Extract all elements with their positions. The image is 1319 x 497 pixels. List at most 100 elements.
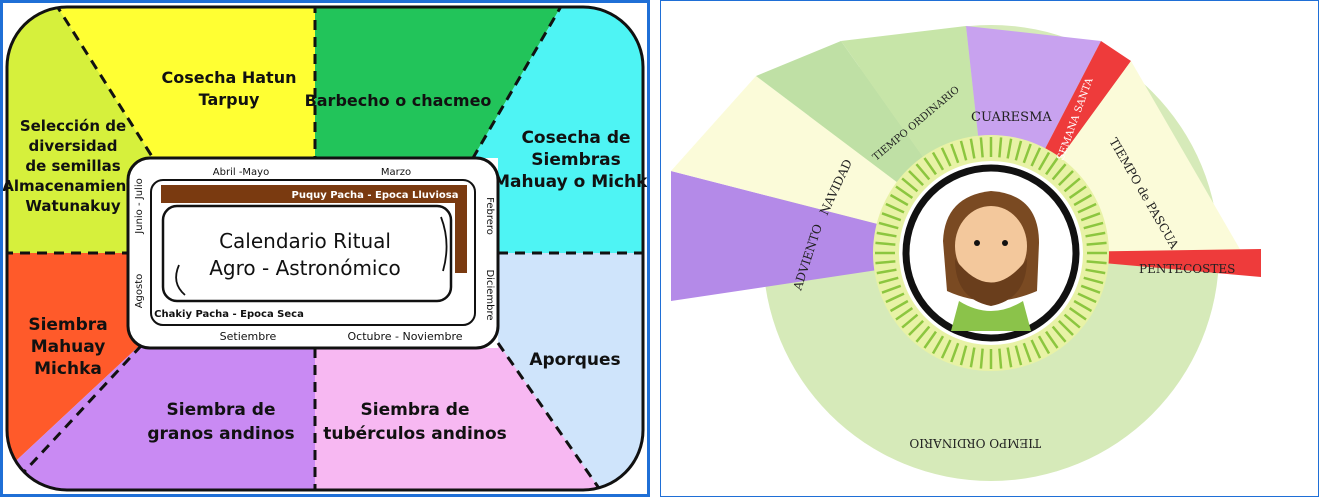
- sector-top-left: [55, 7, 315, 158]
- ring-stripe: [881, 212, 902, 222]
- ring-stripe: [889, 299, 909, 313]
- ring-stripe: [915, 163, 931, 181]
- month-bottom-right: Octubre - Noviembre: [347, 330, 462, 343]
- ring-stripe: [875, 260, 896, 265]
- ring-stripe: [1057, 319, 1074, 336]
- season-wedge-adviento: [671, 171, 991, 301]
- ring-stripe: [901, 313, 919, 329]
- ring-stripe: [959, 345, 968, 366]
- ring-stripe: [885, 292, 905, 304]
- ring-stripe: [1073, 193, 1093, 207]
- ring-stripe: [876, 231, 897, 238]
- ring-stripe: [998, 348, 1003, 369]
- ring-stripe: [940, 147, 952, 167]
- ring-stripe: [969, 138, 976, 159]
- label-top-right: Barbecho o chacmeo: [305, 91, 492, 110]
- ring-stripe: [940, 339, 952, 359]
- ring-stripe: [878, 276, 899, 285]
- ring-stripe: [1085, 231, 1106, 238]
- ring-stripe: [1085, 268, 1106, 275]
- ring-stripe: [1051, 163, 1067, 181]
- sector-bottom-right: [315, 343, 603, 490]
- month-top-left: Abril -Mayo: [213, 167, 269, 178]
- season-label-tiempo-ordinario-bottom: TIEMPO ORDINARIO: [909, 436, 1041, 450]
- sector-right-lower: [498, 253, 643, 490]
- ring-stripe: [1022, 143, 1032, 164]
- ring-stripe: [915, 325, 931, 343]
- sector-dividers: [7, 7, 643, 490]
- month-left-bottom: Agosto: [134, 274, 145, 309]
- ring-stripe: [1063, 177, 1081, 193]
- ring-stripe: [1063, 313, 1081, 329]
- ring-stripe: [1030, 339, 1042, 359]
- ring-stripe: [1022, 342, 1032, 363]
- ring-stripe: [998, 137, 1003, 158]
- ring-stripes: [875, 137, 1107, 369]
- ring-stripe: [979, 137, 984, 158]
- ring-stripe: [950, 342, 960, 363]
- sector-left-lower: [7, 253, 153, 473]
- ring-stripe: [885, 202, 905, 214]
- ring-stripe: [979, 348, 984, 369]
- ring-stripe: [1006, 347, 1013, 368]
- sector-left-upper: [7, 7, 153, 253]
- ring-stripe: [1086, 241, 1107, 246]
- ring-stripe: [1073, 299, 1093, 313]
- season-label-cuaresma: CUARESMA: [971, 110, 1052, 125]
- ring-stripe: [1086, 260, 1107, 265]
- ring-stripe: [908, 170, 925, 187]
- rainy-season-band: [161, 185, 467, 273]
- ring-stripe: [895, 307, 914, 321]
- ring-stripe: [881, 284, 902, 294]
- ring-stripe: [895, 185, 914, 199]
- ring-stripe: [931, 151, 945, 171]
- ring-stripe: [931, 335, 945, 355]
- calendar-title-line1: Calendario Ritual: [219, 229, 391, 253]
- sector-top-right: [315, 7, 563, 158]
- sector-bottom-left: [7, 333, 315, 490]
- ring-stripe: [950, 143, 960, 164]
- ring-stripe: [1077, 202, 1097, 214]
- month-top-right: Marzo: [381, 167, 411, 178]
- ring-stripe: [875, 241, 896, 246]
- rainy-season-label: Puquy Pacha - Epoca Lluviosa: [292, 190, 459, 201]
- liturgical-wheel-diagram: ADVIENTO NAVIDAD TIEMPO ORDINARIO CUARES…: [671, 25, 1261, 481]
- ring-stripe: [878, 221, 899, 230]
- season-label-pentecostes: PENTECOSTES: [1139, 262, 1235, 276]
- ring-stripe: [1045, 330, 1059, 349]
- ring-stripe: [1030, 147, 1042, 167]
- month-right-top: Febrero: [484, 197, 495, 235]
- ring-stripe: [1068, 185, 1087, 199]
- cycle-arrow-right: [440, 216, 448, 272]
- ring-stripe: [923, 330, 937, 349]
- ring-stripe: [1014, 140, 1023, 161]
- ring-stripe: [889, 193, 909, 207]
- ring-stripe: [1014, 345, 1023, 366]
- ring-stripe: [1045, 157, 1059, 176]
- ring-stripe: [876, 268, 897, 275]
- sector-right-upper: [473, 7, 643, 253]
- liturgical-wheel-panel: ADVIENTO NAVIDAD TIEMPO ORDINARIO CUARES…: [660, 0, 1319, 497]
- cycle-arrow-left: [175, 264, 186, 296]
- month-left-top: Junio - Julio: [134, 178, 145, 234]
- center-frame: [126, 156, 500, 350]
- ring-stripe: [908, 319, 925, 336]
- ring-stripe: [1006, 138, 1013, 159]
- calendar-title-line2: Agro - Astronómico: [209, 256, 400, 280]
- dry-season-label: Chakiy Pacha - Epoca Seca: [154, 309, 304, 320]
- ring-stripe: [1083, 221, 1104, 230]
- jesus-face-icon: [943, 191, 1039, 331]
- ring-stripe: [1068, 307, 1087, 321]
- ring-stripe: [1083, 276, 1104, 285]
- ring-stripe: [969, 347, 976, 368]
- ring-stripe: [1080, 212, 1101, 222]
- ring-stripe: [1037, 151, 1051, 171]
- ring-stripe: [1051, 325, 1067, 343]
